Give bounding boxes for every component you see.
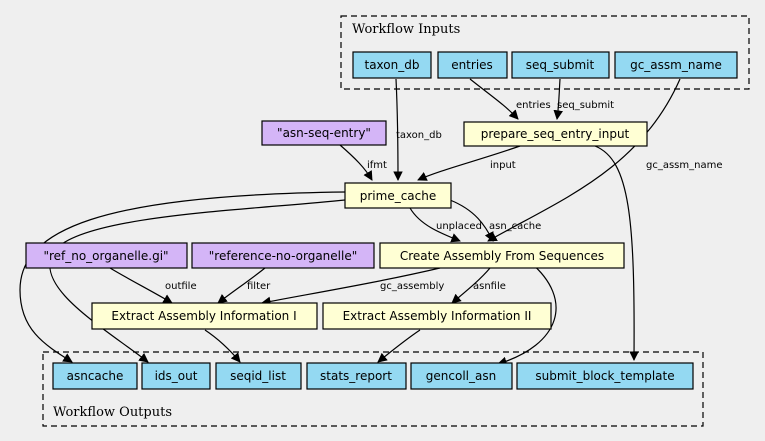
edge-label-filter: filter xyxy=(247,281,271,292)
output-node-submit-block-template[interactable]: submit_block_template xyxy=(516,362,694,390)
step-node-extract-info-1[interactable]: Extract Assembly Information I xyxy=(91,302,318,330)
edge-create-extract-2 xyxy=(451,267,491,304)
literal-node-reference-no-organelle[interactable]: "reference-no-organelle" xyxy=(191,242,375,269)
edge-label-unplaced: unplaced xyxy=(436,221,482,232)
node-label: Extract Assembly Information I xyxy=(111,309,296,323)
literal-node-ref-no-organelle-gi[interactable]: "ref_no_organelle.gi" xyxy=(25,242,188,269)
edge-ref-no-organelle-extract-1 xyxy=(109,267,173,304)
edge-label-asnfile: asnfile xyxy=(473,281,506,292)
literal-node-asn-seq-entry[interactable]: "asn-seq-entry" xyxy=(261,120,387,146)
step-node-create-assembly[interactable]: Create Assembly From Sequences xyxy=(379,242,625,269)
edge-create-extract-1 xyxy=(261,267,441,307)
edge-prime-cache-create-unplaced xyxy=(409,207,461,243)
edge-entries-prepare xyxy=(469,78,519,120)
step-node-prepare-seq-entry-input[interactable]: prepare_seq_entry_input xyxy=(463,121,648,147)
edge-seq-submit-prepare xyxy=(553,78,563,120)
edge-labels: entries seq_submit taxon_db ifmt input g… xyxy=(165,100,723,292)
node-label: Create Assembly From Sequences xyxy=(400,249,604,263)
edge-gc-assm-name-create xyxy=(487,78,681,242)
edge-prepare-prime-cache xyxy=(417,145,521,181)
node-label: Extract Assembly Information II xyxy=(343,309,532,323)
node-label: prime_cache xyxy=(360,189,437,203)
node-label: asncache xyxy=(67,369,124,383)
edge-label-input: input xyxy=(490,160,516,171)
node-label: gc_assm_name xyxy=(630,58,722,72)
node-label: seq_submit xyxy=(526,58,595,72)
output-node-seqid-list[interactable]: seqid_list xyxy=(215,362,302,390)
step-node-extract-info-2[interactable]: Extract Assembly Information II xyxy=(322,302,552,330)
workflow-outputs-cluster: Workflow Outputs xyxy=(42,351,704,427)
step-node-prime-cache[interactable]: prime_cache xyxy=(344,182,452,209)
edge-label-gc-assm-name: gc_assm_name xyxy=(646,160,723,171)
edge-create-gencoll-asn xyxy=(497,261,557,367)
edge-label-asn-cache: asn_cache xyxy=(489,221,541,232)
edge-taxon-db-prime-cache xyxy=(393,78,403,181)
node-label: seqid_list xyxy=(230,369,286,383)
node-label: taxon_db xyxy=(365,58,420,72)
input-node-taxon-db[interactable]: taxon_db xyxy=(352,51,432,79)
edge-label-taxon-db: taxon_db xyxy=(396,130,442,141)
edge-reference-no-organelle-extract-1 xyxy=(217,267,266,304)
node-label: ids_out xyxy=(155,369,198,383)
edge-prepare-submit-block xyxy=(594,145,639,361)
workflow-inputs-cluster: Workflow Inputs xyxy=(340,15,750,90)
node-label: prepare_seq_entry_input xyxy=(481,127,630,141)
output-node-gencoll-asn[interactable]: gencoll_asn xyxy=(410,362,513,390)
node-label: "reference-no-organelle" xyxy=(209,249,357,263)
edge-label-gc-assembly: gc_assembly xyxy=(380,281,444,292)
workflow-inputs-label: Workflow Inputs xyxy=(352,22,460,37)
input-node-gc-assm-name[interactable]: gc_assm_name xyxy=(614,51,738,79)
output-node-asncache[interactable]: asncache xyxy=(52,362,138,390)
node-label: entries xyxy=(451,58,493,72)
edge-label-seq-submit: seq_submit xyxy=(557,100,614,111)
input-node-seq-submit[interactable]: seq_submit xyxy=(511,51,610,79)
workflow-outputs-label: Workflow Outputs xyxy=(53,405,172,420)
edge-asn-seq-entry-prime-cache xyxy=(339,144,373,181)
output-node-stats-report[interactable]: stats_report xyxy=(306,362,407,390)
node-label: gencoll_asn xyxy=(426,369,496,383)
input-node-entries[interactable]: entries xyxy=(437,51,508,79)
edge-extract-1-seqid-list xyxy=(204,329,241,363)
edge-prime-cache-create-asn-cache xyxy=(449,199,494,242)
edge-label-ifmt: ifmt xyxy=(367,160,387,171)
node-label: "ref_no_organelle.gi" xyxy=(43,249,168,263)
output-node-ids-out[interactable]: ids_out xyxy=(141,362,211,390)
edge-label-outfile: outfile xyxy=(165,281,197,292)
node-label: "asn-seq-entry" xyxy=(277,126,371,140)
edge-prime-cache-ids-out xyxy=(49,199,346,363)
edge-prime-cache-asncache xyxy=(19,191,346,363)
node-label: submit_block_template xyxy=(535,369,674,383)
edge-label-entries: entries xyxy=(516,100,551,111)
node-label: stats_report xyxy=(320,369,392,383)
edge-extract-2-stats-report xyxy=(377,329,421,363)
